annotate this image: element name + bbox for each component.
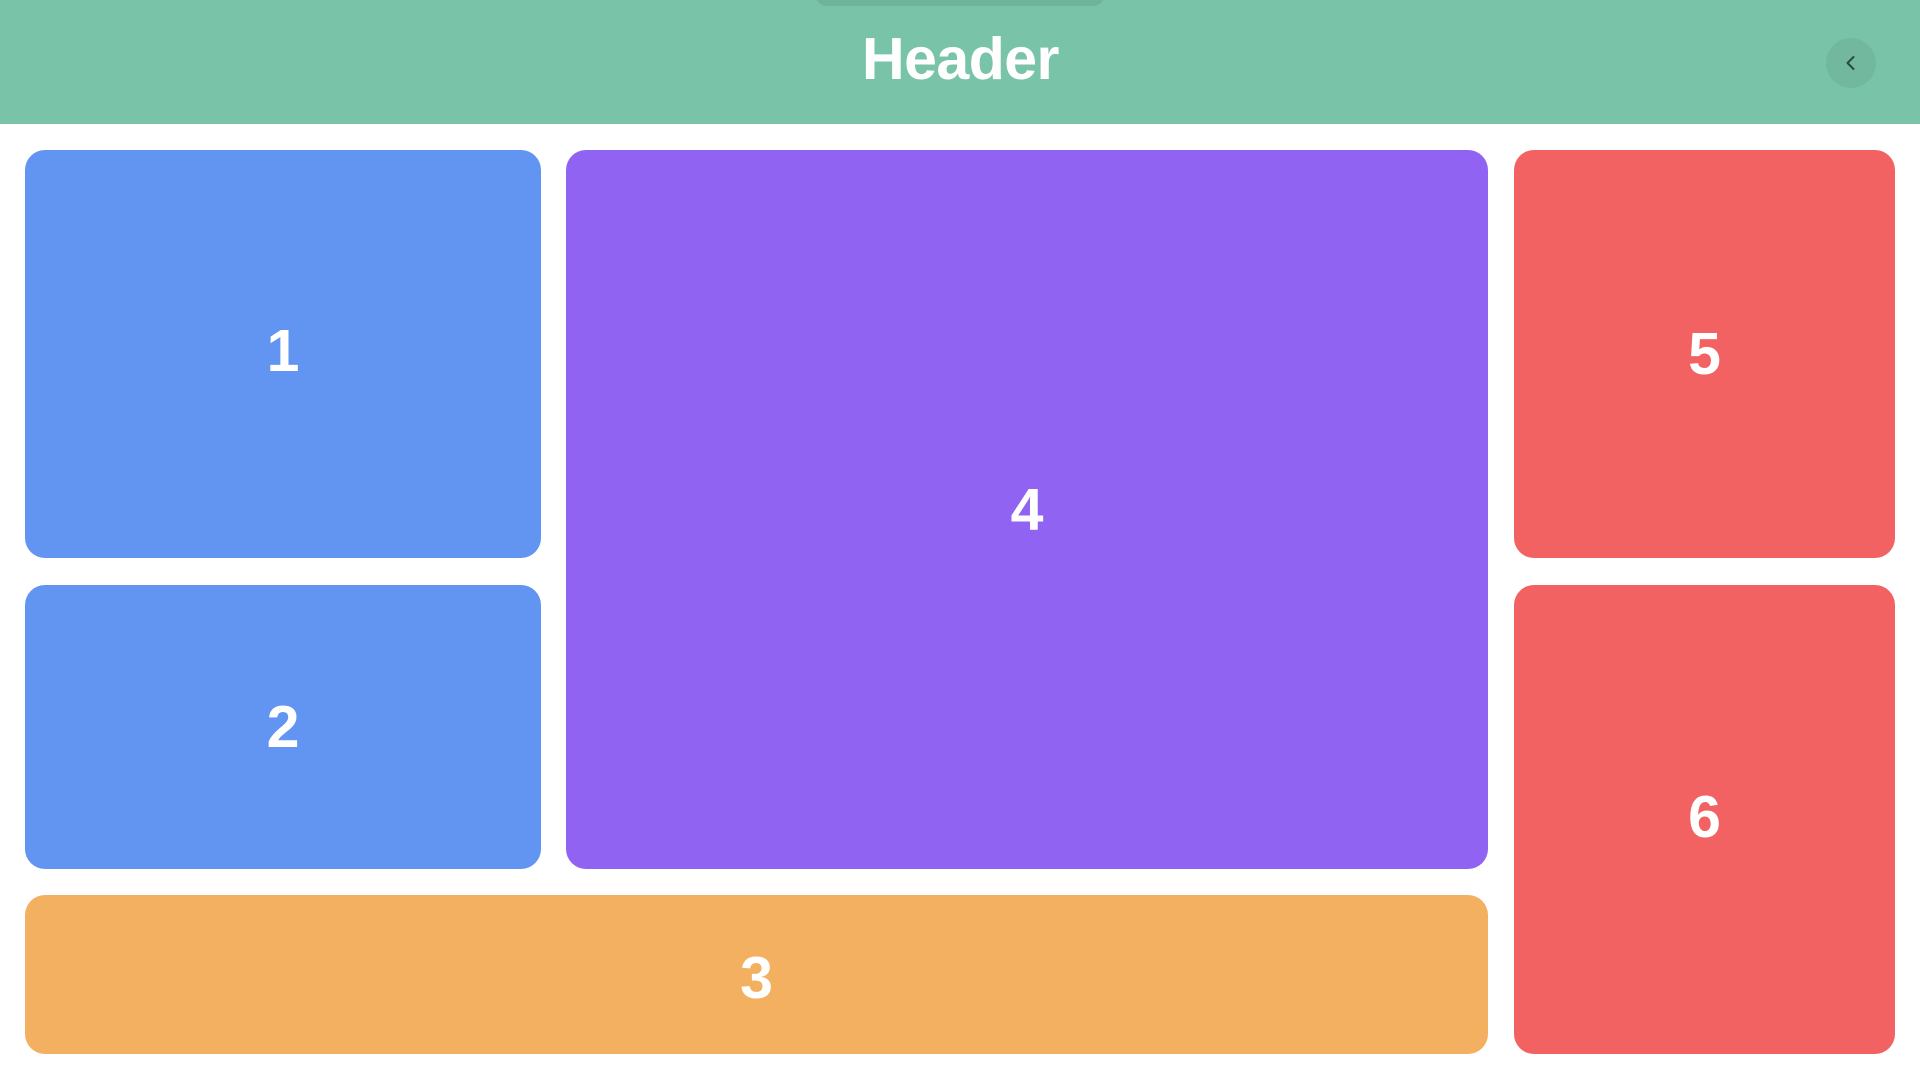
header-bar: Header (0, 0, 1920, 124)
tile-1-label: 1 (266, 318, 300, 384)
chevron-left-icon (1841, 53, 1861, 73)
tile-2: 2 (25, 585, 541, 869)
tile-4-label: 4 (1010, 476, 1044, 543)
collapse-button[interactable] (1826, 38, 1876, 88)
tile-5-label: 5 (1688, 321, 1721, 387)
tile-1: 1 (25, 150, 541, 558)
chevron-left-icon-svg (1846, 56, 1855, 70)
tile-6: 6 (1514, 585, 1895, 1054)
tile-6-label: 6 (1688, 783, 1721, 850)
tile-3: 3 (25, 895, 1488, 1054)
tile-4: 4 (566, 150, 1488, 869)
header-notch (815, 0, 1105, 6)
header-title: Header (861, 26, 1060, 92)
tile-5: 5 (1514, 150, 1895, 558)
tile-2-label: 2 (266, 694, 300, 760)
tile-3-label: 3 (740, 944, 773, 1011)
